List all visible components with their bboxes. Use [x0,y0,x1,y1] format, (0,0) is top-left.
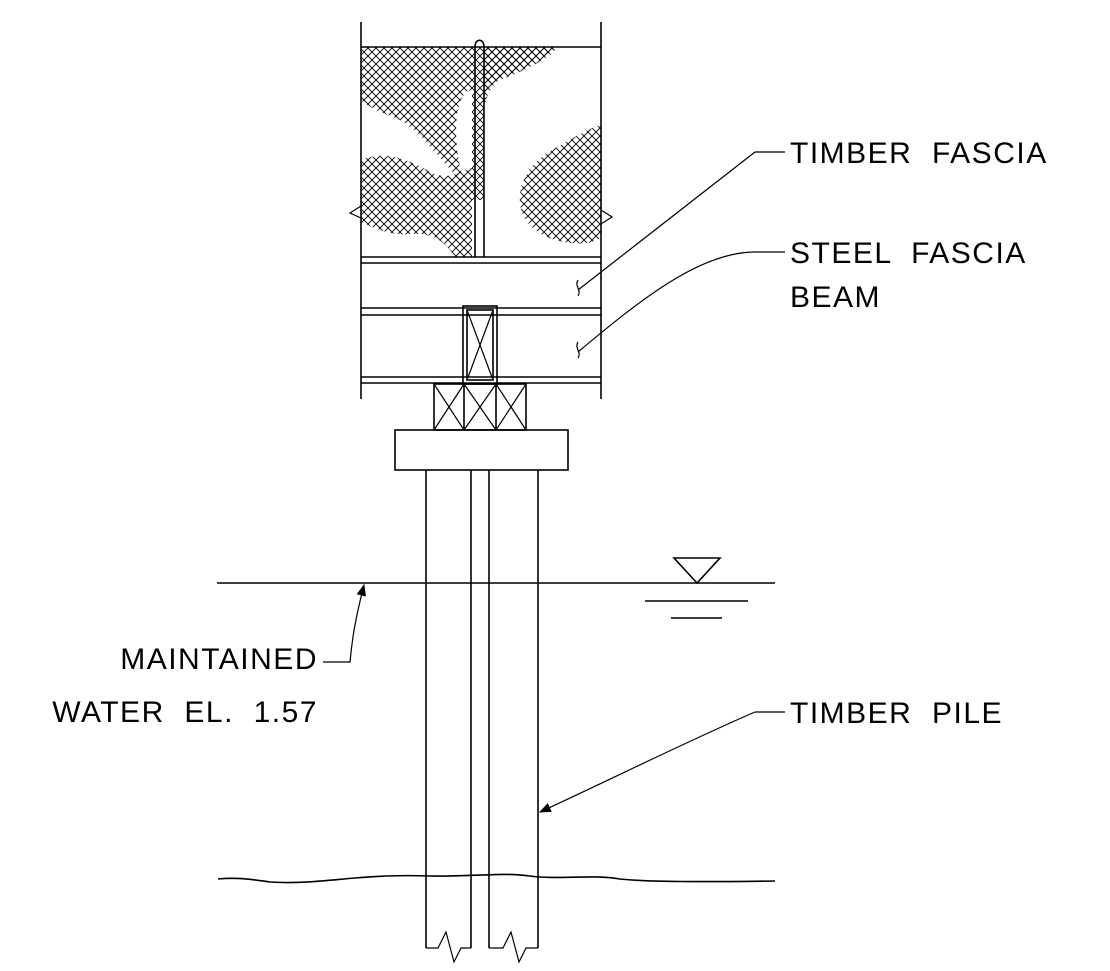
maintained-water-label-line2: WATER EL. 1.57 [52,696,318,729]
hatch-right-blob [519,125,601,244]
post [474,39,485,257]
hatch-top [361,47,558,200]
hatch-areas [361,47,601,257]
water-level-symbol [672,557,722,585]
timber-pile-label: TIMBER PILE [790,697,1003,730]
break-mark-right [600,209,614,225]
hatch-top-right [484,47,558,110]
leader-lines [323,151,785,812]
blocking [433,305,527,431]
timber-piles [425,470,539,964]
timber-fascia [361,256,601,316]
steel-fascia-label-line1: STEEL FASCIA [790,237,1027,270]
water-surface [217,557,775,619]
break-mark-left [348,205,362,219]
labels: TIMBER FASCIA STEEL FASCIA BEAM MAINTAIN… [52,137,1048,730]
maintained-water-label-line1: MAINTAINED [120,643,318,676]
timber-fascia-label: TIMBER FASCIA [790,137,1048,170]
ground-line [217,873,776,884]
pile-cap [394,429,569,471]
hatch-bottom-left [361,155,472,257]
steel-fascia-label-line2: BEAM [790,281,881,314]
frame [348,22,614,399]
steel-fascia-beam [361,341,601,384]
